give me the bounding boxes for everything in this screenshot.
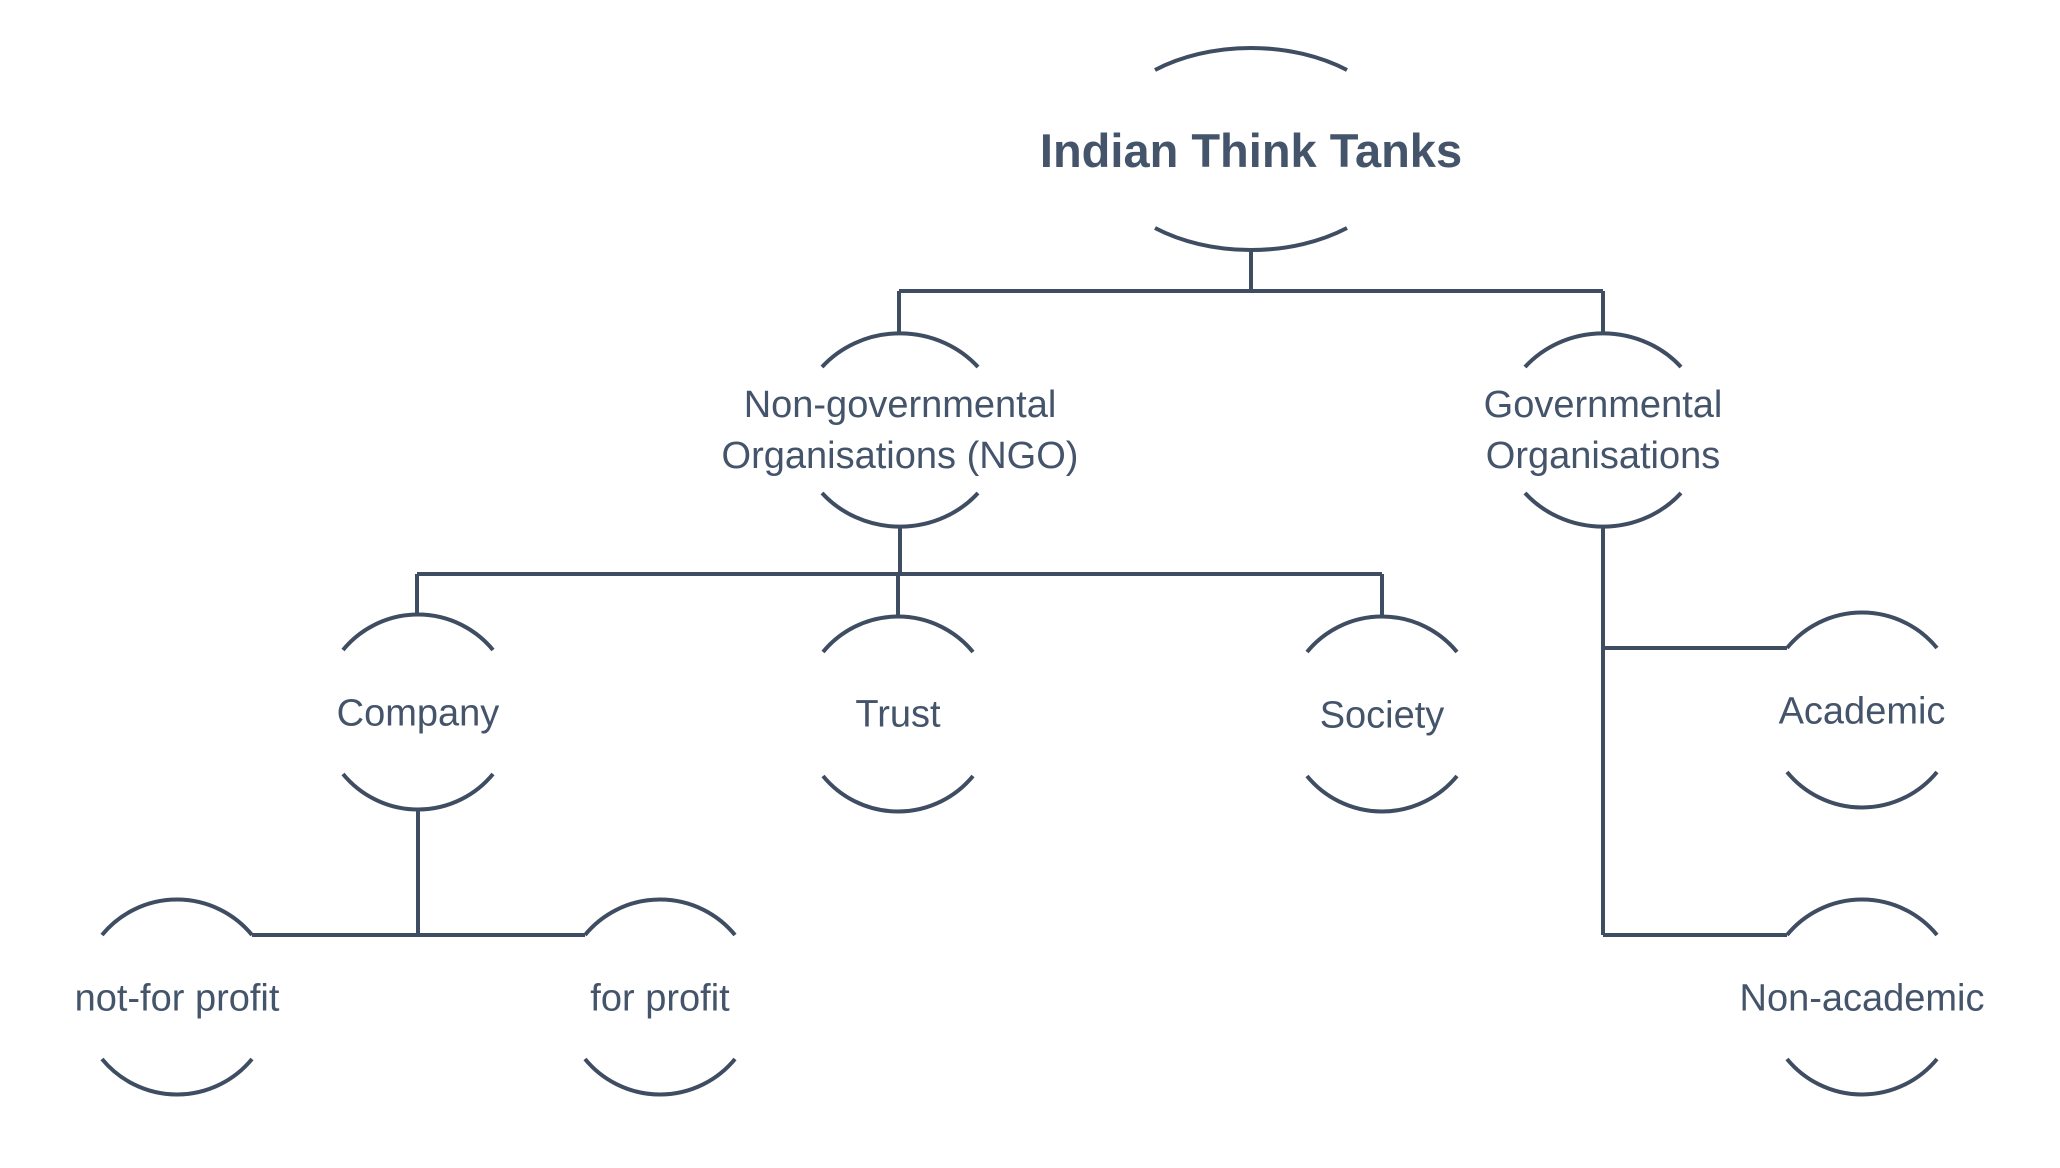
node-society-bottom-arc [1305,774,1459,814]
connector-ngo-to-level3 [415,528,1384,618]
node-for-profit-top-arc [583,897,737,937]
node-non-academic-bottom-arc [1785,1057,1939,1097]
connector-company-to-children [252,810,585,937]
node-gov-label-line2: Organisations [1485,435,1721,477]
node-gov-bottom-arc [1523,491,1683,529]
node-academic-label: Academic [1778,690,1946,733]
node-academic-top-arc [1785,610,1939,650]
node-not-for-profit-bottom-arc [100,1057,254,1097]
node-company-top-arc [341,612,495,652]
node-not-for-profit-top-arc [100,897,254,937]
node-society-top-arc [1305,614,1459,654]
node-non-academic-top-arc [1785,897,1939,937]
node-ngo-label-line1: Non-governmental [743,384,1057,426]
node-company-label: Company [336,692,500,735]
node-root-bottom-arc [1154,226,1348,252]
node-gov-label: Governmental Organisations [1484,380,1723,482]
node-trust-bottom-arc [821,774,975,814]
node-trust-top-arc [821,614,975,654]
node-root-top-arc [1154,46,1348,72]
connector-root-to-level2 [897,249,1605,332]
node-society-label: Society [1319,694,1445,737]
node-trust-label: Trust [855,693,941,736]
connector-gov-to-children [1601,528,1787,937]
node-gov-label-line1: Governmental [1483,384,1723,426]
node-ngo-bottom-arc [820,491,980,529]
node-not-for-profit-label: not-for profit [74,977,280,1020]
node-company-bottom-arc [341,772,495,812]
node-academic-bottom-arc [1785,770,1939,810]
node-for-profit-label: for profit [590,977,730,1020]
node-ngo-top-arc [820,331,980,369]
node-non-academic-label: Non-academic [1739,977,1985,1020]
node-ngo-label: Non-governmental Organisations (NGO) [722,380,1079,482]
node-for-profit-bottom-arc [583,1057,737,1097]
node-gov-top-arc [1523,331,1683,369]
node-ngo-label-line2: Organisations (NGO) [721,435,1079,477]
node-root-label: Indian Think Tanks [1039,124,1463,177]
